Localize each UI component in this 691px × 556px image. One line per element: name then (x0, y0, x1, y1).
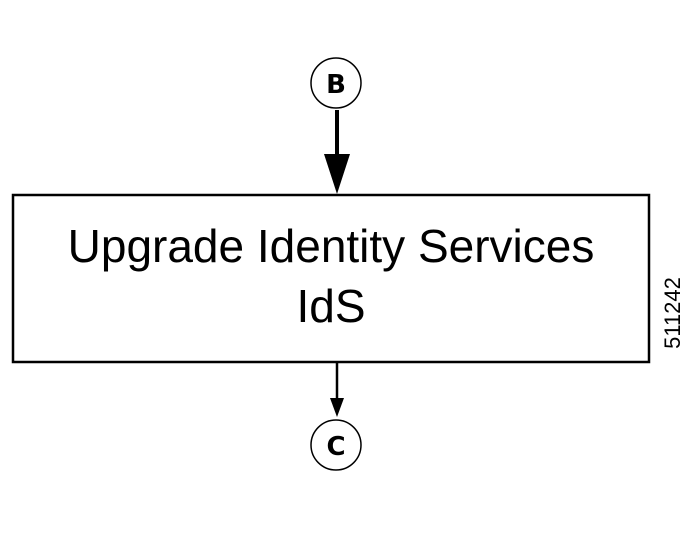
connector-b: B (310, 57, 362, 109)
arrow-b-to-box (324, 110, 350, 194)
process-box-subtitle: IdS (296, 280, 365, 332)
connector-c: C (310, 419, 362, 471)
arrow-b-head (324, 154, 350, 194)
process-box: Upgrade Identity Services IdS (11, 193, 651, 364)
process-box-rect (11, 193, 651, 364)
arrow-c-head (330, 398, 344, 417)
connector-b-circle (310, 57, 362, 109)
process-box-title: Upgrade Identity Services (68, 220, 595, 272)
connector-b-label: B (326, 70, 346, 100)
figure-id: 511242 (660, 277, 685, 349)
connector-c-label: C (326, 432, 345, 462)
connector-c-circle (310, 419, 362, 471)
arrow-box-to-c (330, 363, 344, 417)
